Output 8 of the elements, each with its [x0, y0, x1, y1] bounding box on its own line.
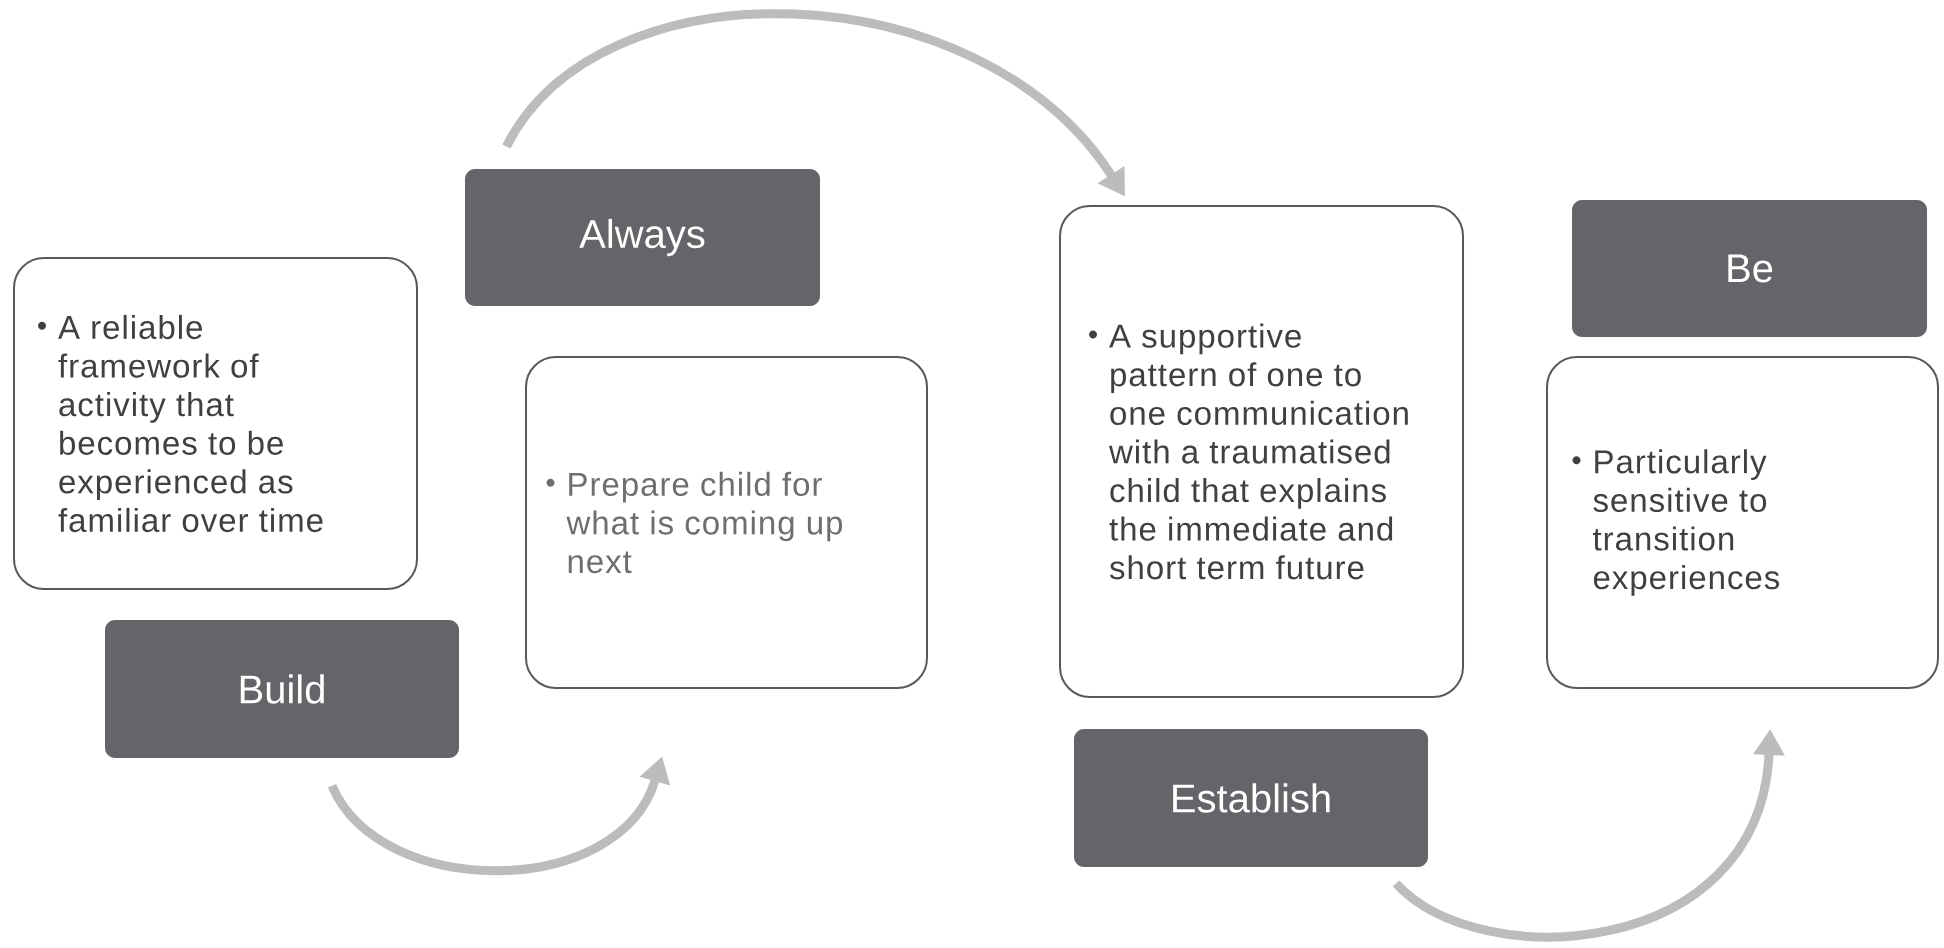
text-box: Prepare child for what is coming up next: [525, 356, 928, 689]
label-box: Always: [465, 169, 820, 306]
text-box: Particularly sensitive to transition experiences: [1546, 356, 1939, 689]
text-box: A supportive pattern of one to one communication with a traumatised child that explains the immediate and short term future: [1059, 205, 1464, 698]
text-box: A reliable framework of activity that becomes to be experienced as familiar over time: [13, 257, 418, 590]
label-box: Be: [1572, 200, 1927, 337]
label-box: Build: [105, 620, 459, 758]
label-box: Establish: [1074, 729, 1428, 867]
